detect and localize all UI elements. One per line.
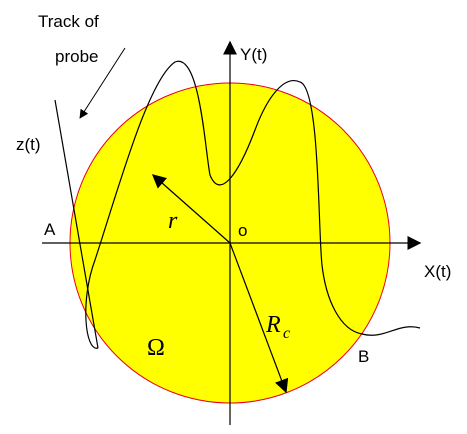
x-axis-label: X(t) — [424, 262, 451, 281]
radius-rc-subscript: c — [283, 325, 290, 342]
y-axis-label: Y(t) — [240, 45, 267, 64]
radius-rc-label: R — [265, 312, 281, 338]
radius-r-label: r — [168, 208, 178, 234]
probe-path-curve — [85, 60, 421, 349]
origin-label: o — [238, 221, 247, 240]
track-label-line1: Track of — [38, 12, 99, 31]
radius-r-arrow — [151, 174, 231, 244]
track-pointer-arrow — [79, 47, 126, 119]
radius-rc-arrow — [229, 242, 289, 394]
z-line — [54, 99, 99, 349]
point-a-label: A — [44, 220, 56, 239]
region-omega-label: Ω — [147, 335, 165, 361]
z-label: z(t) — [16, 135, 41, 154]
track-label-line2: probe — [55, 47, 98, 66]
point-b-label: B — [358, 347, 369, 366]
